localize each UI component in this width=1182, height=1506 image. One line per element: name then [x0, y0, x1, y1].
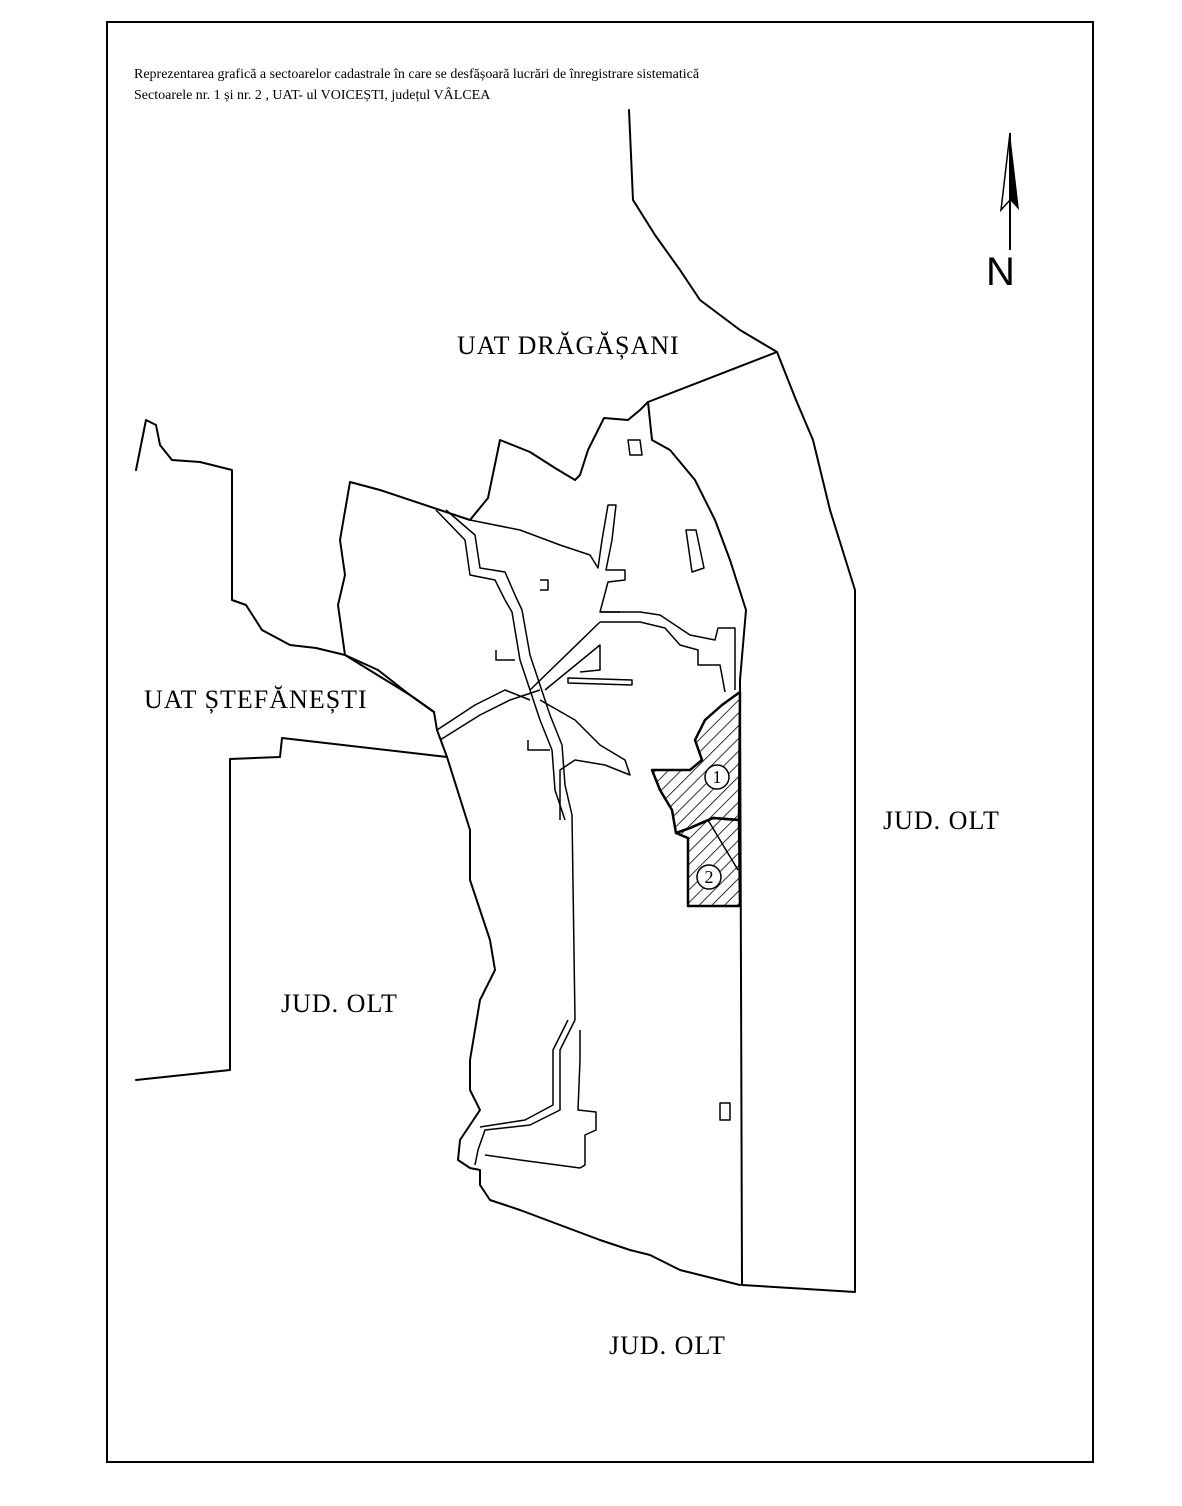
region-label-stefanesti: UAT ȘTEFĂNEȘTI	[144, 685, 368, 714]
uat-voicesti-outline	[337, 401, 741, 1286]
map-frame	[106, 21, 1094, 1463]
sector-2-number: 2	[705, 867, 714, 887]
eastern-boundary	[628, 109, 856, 1293]
caption-line-2: Sectoarele nr. 1 și nr. 2 , UAT- ul VOIC…	[134, 86, 491, 103]
north-arrow-icon	[999, 132, 1019, 250]
drum-strip-boundary	[647, 351, 778, 681]
region-label-olt-south: JUD. OLT	[609, 1331, 726, 1360]
southwest-boundary	[135, 737, 448, 1081]
sector-1-number: 1	[713, 767, 722, 787]
region-label-olt-southwest: JUD. OLT	[281, 989, 398, 1018]
sector-boundary-diagonal	[707, 819, 739, 871]
caption-line-1: Reprezentarea grafică a sectoarelor cada…	[134, 67, 700, 82]
north-label: N	[986, 250, 1015, 294]
region-label-olt-east: JUD. OLT	[883, 806, 1000, 835]
western-boundary	[135, 419, 435, 713]
region-label-dragasani: UAT DRĂGĂȘANI	[457, 331, 680, 360]
road-network	[435, 439, 736, 1169]
sector-1-area	[650, 690, 742, 835]
sector-2-area	[674, 816, 742, 908]
sector-1-marker	[704, 764, 730, 790]
sector-2-marker	[696, 864, 722, 890]
